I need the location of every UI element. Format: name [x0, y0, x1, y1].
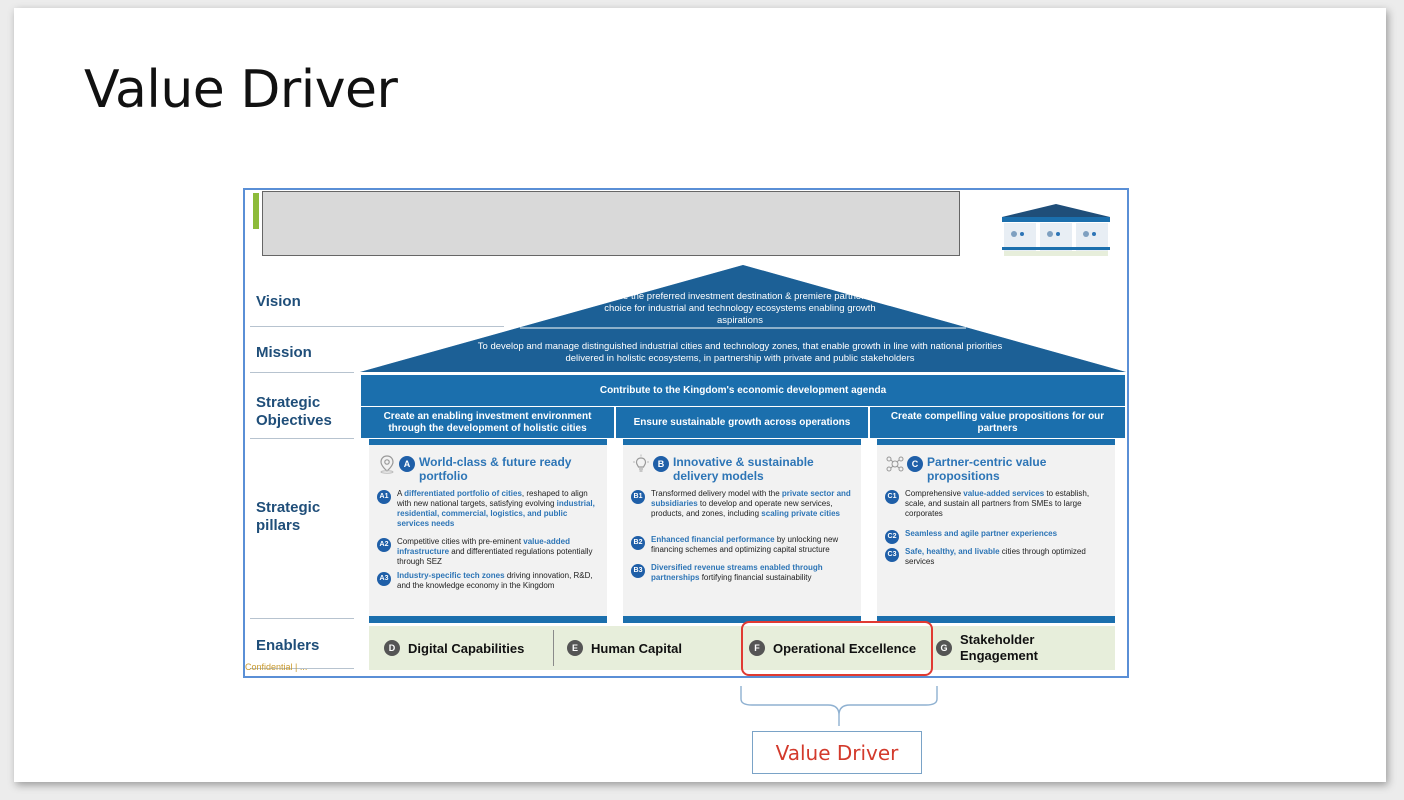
- enabler-label: Operational Excellence: [773, 640, 917, 656]
- item-code: A1: [377, 490, 391, 504]
- item-text-mid: by unlocking new financing schemes and o…: [651, 535, 839, 554]
- item-text-pre: A: [397, 489, 405, 498]
- enabler-human-capital: E Human Capital: [567, 626, 682, 670]
- enabler-stakeholder-engagement: G Stakeholder Engagement: [936, 626, 1076, 670]
- item-text-pre: Transformed delivery model with the: [651, 489, 782, 498]
- item-text-pre: Competitive cities with pre-eminent: [397, 537, 524, 546]
- enabler-digital-capabilities: D Digital Capabilities: [384, 626, 524, 670]
- partners-network-icon: [885, 454, 905, 474]
- pillar-bottom-bar: [623, 616, 861, 623]
- item-text: Industry-specific tech zones driving inn…: [397, 571, 599, 591]
- item-text-bold2: industrial, residential, commercial, log…: [397, 499, 595, 528]
- pillar-top-bar: [623, 439, 861, 445]
- item-text-bold: Diversified revenue streams enabled thro…: [651, 563, 823, 582]
- enabler-operational-excellence: F Operational Excellence: [749, 626, 916, 670]
- item-code: A2: [377, 538, 391, 552]
- item-text-mid: to develop and operate new services, pro…: [651, 499, 833, 518]
- redacted-header: [262, 191, 960, 256]
- item-text: Comprehensive value-added services to es…: [905, 489, 1107, 519]
- item-code: B3: [631, 564, 645, 578]
- item-text-bold: Industry-specific tech zones: [397, 571, 505, 580]
- item-code: C3: [885, 548, 899, 562]
- enabler-label: Stakeholder Engagement: [960, 632, 1039, 663]
- item-text: Safe, healthy, and livable cities throug…: [905, 547, 1107, 567]
- item-text-mid: driving innovation, R&D, and the knowled…: [397, 571, 593, 590]
- objective-3: Create compelling value propositions for…: [870, 407, 1125, 438]
- house-thumbnail-icon: [1002, 204, 1110, 256]
- item-text-bold: Safe, healthy, and livable: [905, 547, 1000, 556]
- pillar-bottom-bar: [877, 616, 1115, 623]
- label-strategic-pillars: Strategic pillars: [256, 499, 321, 534]
- enabler-letter: G: [936, 640, 952, 656]
- confidential-footer: Confidential | ...: [245, 662, 308, 672]
- pillar-title: Innovative & sustainable delivery models: [673, 455, 814, 483]
- separator: [250, 438, 354, 439]
- item-code: C2: [885, 530, 899, 544]
- item-text: Competitive cities with pre-eminent valu…: [397, 537, 599, 567]
- pillar-bottom-bar: [369, 616, 607, 623]
- item-code: C1: [885, 490, 899, 504]
- accent-marker: [253, 193, 259, 229]
- pillar-letter: B: [653, 456, 669, 472]
- highlight-outline: [741, 621, 933, 676]
- item-text-mid: to establish, scale, and sustain all par…: [905, 489, 1090, 518]
- pillar-title: World-class & future ready portfolio: [419, 455, 572, 483]
- separator: [250, 668, 354, 669]
- item-text-bold: value-added services: [963, 489, 1045, 498]
- label-enablers: Enablers: [256, 637, 320, 654]
- pillar-top-bar: [877, 439, 1115, 445]
- item-text-bold: Enhanced financial performance: [651, 535, 775, 544]
- label-strategic-objectives: Strategic Objectives: [256, 394, 332, 429]
- item-code: B1: [631, 490, 645, 504]
- pillar-letter: C: [907, 456, 923, 472]
- enabler-label: Digital Capabilities: [408, 640, 525, 656]
- mission-statement: To develop and manage distinguished indu…: [477, 341, 1003, 364]
- enabler-letter: E: [567, 640, 583, 656]
- label-vision: Vision: [256, 293, 301, 310]
- pillar-title: Partner-centric value propositions: [927, 455, 1047, 483]
- separator: [250, 326, 504, 327]
- pillar-top-bar: [369, 439, 607, 445]
- separator: [250, 618, 354, 619]
- item-text-bold: value-added infrastructure: [397, 537, 570, 556]
- item-text-bold: Seamless and agile partner experiences: [905, 529, 1058, 538]
- item-text: Transformed delivery model with the priv…: [651, 489, 853, 519]
- item-text: Seamless and agile partner experiences: [905, 529, 1107, 539]
- objective-2: Ensure sustainable growth across operati…: [616, 407, 868, 438]
- item-text-bold2: scaling private cities: [761, 509, 840, 518]
- item-text-bold: differentiated portfolio of cities: [404, 489, 522, 498]
- slide-title: Value Driver: [84, 60, 398, 120]
- item-text: A differentiated portfolio of cities, re…: [397, 489, 599, 529]
- item-text: Diversified revenue streams enabled thro…: [651, 563, 853, 583]
- item-text-mid: and differentiated regulations potential…: [397, 547, 593, 566]
- enabler-label: Human Capital: [591, 640, 683, 656]
- objective-main: Contribute to the Kingdom's economic dev…: [361, 375, 1125, 406]
- item-text-bold: private sector and subsidiaries: [651, 489, 851, 508]
- lightbulb-icon: [631, 454, 651, 474]
- house-roof: [360, 265, 1126, 372]
- brace-connector: [740, 686, 938, 726]
- enabler-letter: F: [749, 640, 765, 656]
- separator: [250, 372, 354, 373]
- enabler-letter: D: [384, 640, 400, 656]
- item-text-mid: fortifying financial sustainability: [699, 573, 812, 582]
- item-text: Enhanced financial performance by unlock…: [651, 535, 853, 555]
- vision-statement: To be the preferred investment destinati…: [604, 291, 876, 326]
- item-text-mid: , reshaped to align with new national ta…: [397, 489, 588, 508]
- pillar-letter: A: [399, 456, 415, 472]
- location-pin-icon: [377, 454, 397, 474]
- item-code: A3: [377, 572, 391, 586]
- item-code: B2: [631, 536, 645, 550]
- divider: [553, 630, 554, 666]
- item-text-pre: Comprehensive: [905, 489, 964, 498]
- label-mission: Mission: [256, 344, 312, 361]
- item-text-mid: cities through optimized services: [905, 547, 1086, 566]
- value-driver-callout: Value Driver: [752, 731, 922, 774]
- objective-1: Create an enabling investment environmen…: [361, 407, 614, 438]
